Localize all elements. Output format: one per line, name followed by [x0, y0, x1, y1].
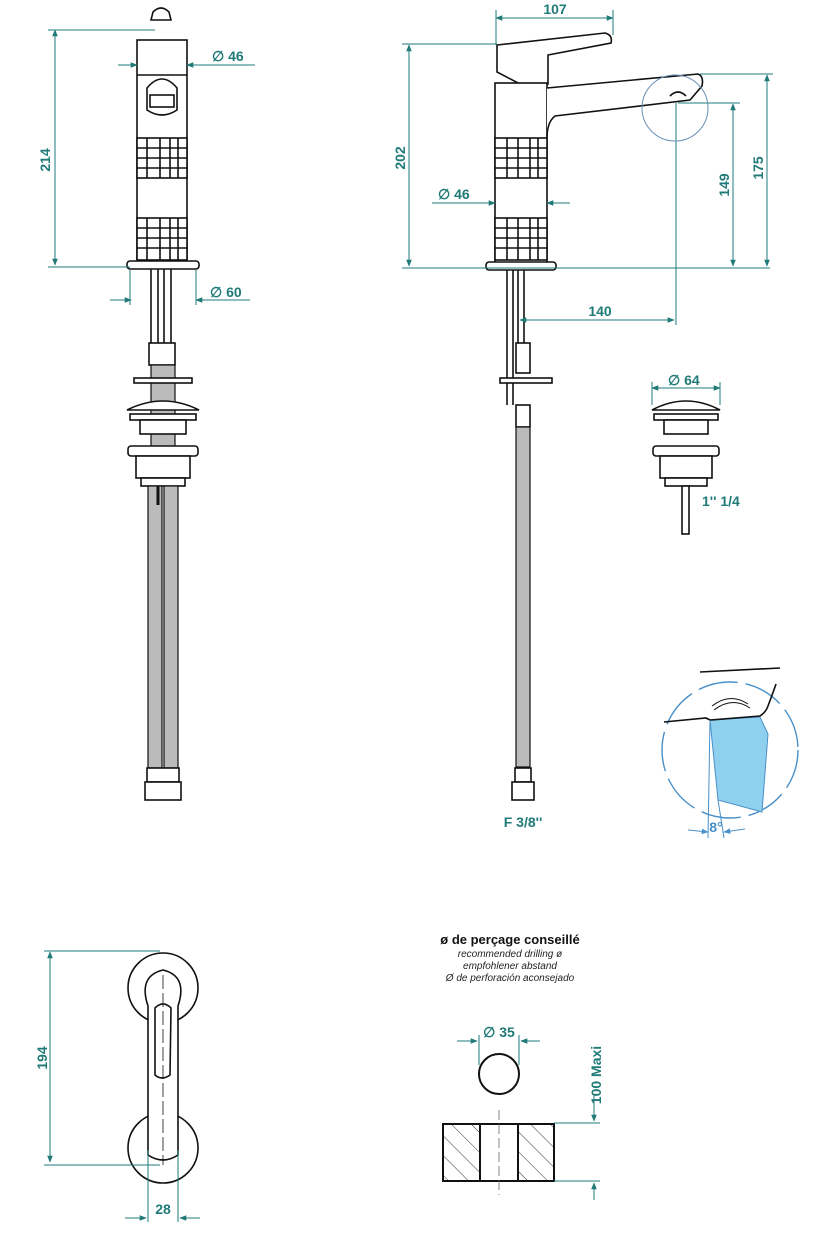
side-view-dimensions — [402, 10, 773, 325]
waste-valve-dimensions — [651, 382, 721, 405]
side-knurl-band-upper — [494, 137, 548, 179]
waste-valve-diameter-label: ∅ 64 — [668, 372, 700, 388]
side-view — [485, 32, 704, 801]
drilling-max-thickness-label: 100 Maxi — [588, 1046, 604, 1104]
side-height-label: 202 — [392, 146, 408, 170]
front-view — [126, 7, 200, 801]
knurl-band-upper — [136, 137, 188, 179]
top-length-label: 194 — [34, 1046, 50, 1070]
top-view-dimensions — [44, 950, 200, 1222]
side-spout-top-height-label: 175 — [750, 156, 766, 180]
drilling-dimensions — [457, 1035, 600, 1200]
side-outlet-height-label: 149 — [716, 173, 732, 197]
side-knurl-band-lower — [494, 217, 548, 261]
side-spout-reach-label: 140 — [588, 303, 612, 319]
front-base-diameter-label: ∅ 60 — [210, 284, 242, 300]
knurl-band-lower — [136, 217, 188, 261]
spout-detail-marker-circle — [641, 74, 709, 142]
outlet-angle-label: 8° — [709, 819, 722, 835]
waste-valve-thread-label: 1'' 1/4 — [702, 493, 740, 509]
hose-connection-label: F 3/8'' — [504, 814, 543, 830]
drilling-subtitle-en: recommended drilling ø — [458, 949, 563, 960]
drilling-subtitle-es: Ø de perforación aconsejado — [445, 973, 575, 984]
front-height-label: 214 — [37, 148, 53, 172]
drilling-title: ø de perçage conseillé — [440, 932, 579, 947]
drilling-diagram — [442, 1053, 555, 1195]
front-view-dimensions — [48, 29, 255, 305]
side-lever-width-label: 107 — [543, 1, 567, 17]
top-view — [127, 952, 199, 1184]
drilling-hole-diameter-label: ∅ 35 — [483, 1024, 515, 1040]
front-body-diameter-label: ∅ 46 — [212, 48, 244, 64]
drilling-subtitle-de: empfohlener abstand — [463, 961, 557, 972]
waste-valve — [651, 400, 721, 535]
top-width-label: 28 — [155, 1201, 171, 1217]
spout-outlet-detail — [661, 667, 799, 839]
side-body-diameter-label: ∅ 46 — [438, 186, 470, 202]
